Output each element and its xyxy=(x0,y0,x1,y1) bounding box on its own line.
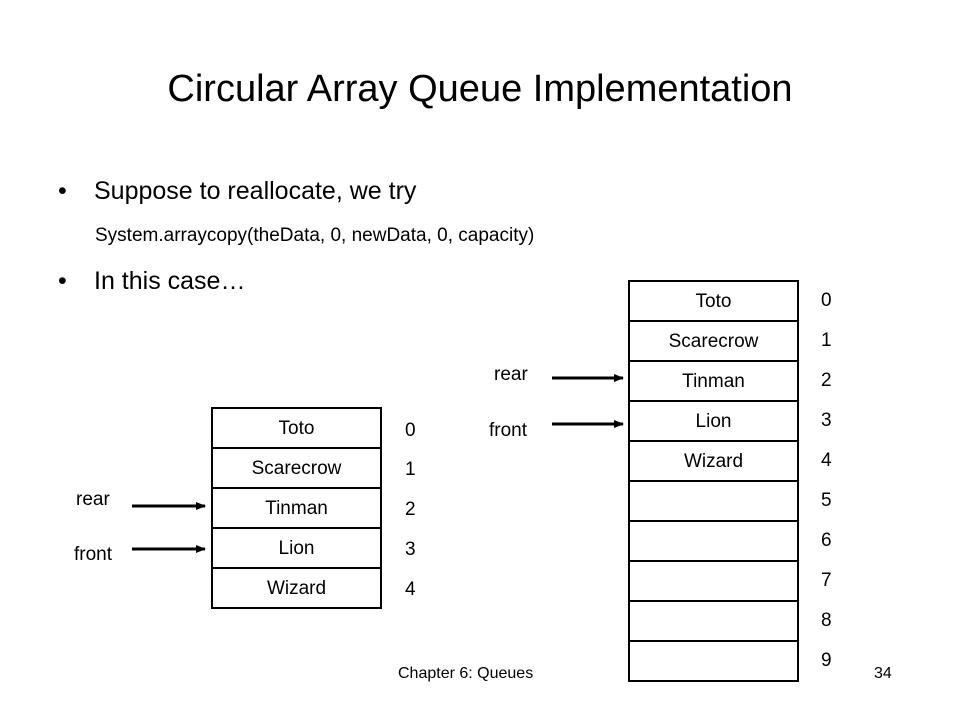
large-array-index-1: 1 xyxy=(821,330,832,351)
large-array-index-5: 5 xyxy=(821,490,832,511)
small-array-index-1: 1 xyxy=(405,459,416,480)
bullet-marker: • xyxy=(58,267,67,295)
large-array-index-0: 0 xyxy=(821,290,832,311)
bullet-item-suppose: • Suppose to reallocate, we try xyxy=(58,176,416,206)
small-array-index-2: 2 xyxy=(405,499,416,520)
large-array-index-2: 2 xyxy=(821,370,832,391)
large-array-cell-6 xyxy=(628,520,799,562)
footer-chapter: Chapter 6: Queues xyxy=(398,665,534,682)
large-rear-label: rear xyxy=(494,364,528,385)
small-array-index-4: 4 xyxy=(405,579,416,600)
slide-title: Circular Array Queue Implementation xyxy=(167,68,793,110)
bullet-text: In this case… xyxy=(94,267,246,295)
bullet-text: Suppose to reallocate, we try xyxy=(94,177,417,205)
small-front-label: front xyxy=(74,544,113,565)
small-array-index-3: 3 xyxy=(405,539,416,560)
large-array-index-4: 4 xyxy=(821,450,832,471)
small-array-cell-3: Lion xyxy=(211,527,382,569)
small-array-cell-0: Toto xyxy=(211,407,382,449)
small-array-cell-2: Tinman xyxy=(211,487,382,529)
large-array-index-9: 9 xyxy=(821,650,832,671)
large-array-index-6: 6 xyxy=(821,530,832,551)
small-rear-label: rear xyxy=(76,489,110,510)
large-array-index-7: 7 xyxy=(821,570,832,591)
bullet-marker: • xyxy=(58,177,67,205)
large-array-cell-8 xyxy=(628,600,799,642)
code-line: System.arraycopy(theData, 0, newData, 0,… xyxy=(95,225,535,246)
footer-page-number: 34 xyxy=(874,665,892,682)
large-array-index-3: 3 xyxy=(821,410,832,431)
large-front-label: front xyxy=(489,420,528,441)
large-array-cell-9 xyxy=(628,640,799,682)
small-array-cell-4: Wizard xyxy=(211,567,382,609)
large-array-cell-2: Tinman xyxy=(628,360,799,402)
large-array-cell-0: Toto xyxy=(628,280,799,322)
large-array-index-8: 8 xyxy=(821,610,832,631)
large-array-cell-4: Wizard xyxy=(628,440,799,482)
small-array-index-0: 0 xyxy=(405,420,416,441)
large-array-cell-5 xyxy=(628,480,799,522)
bullet-item-in-this-case: • In this case… xyxy=(58,266,245,296)
